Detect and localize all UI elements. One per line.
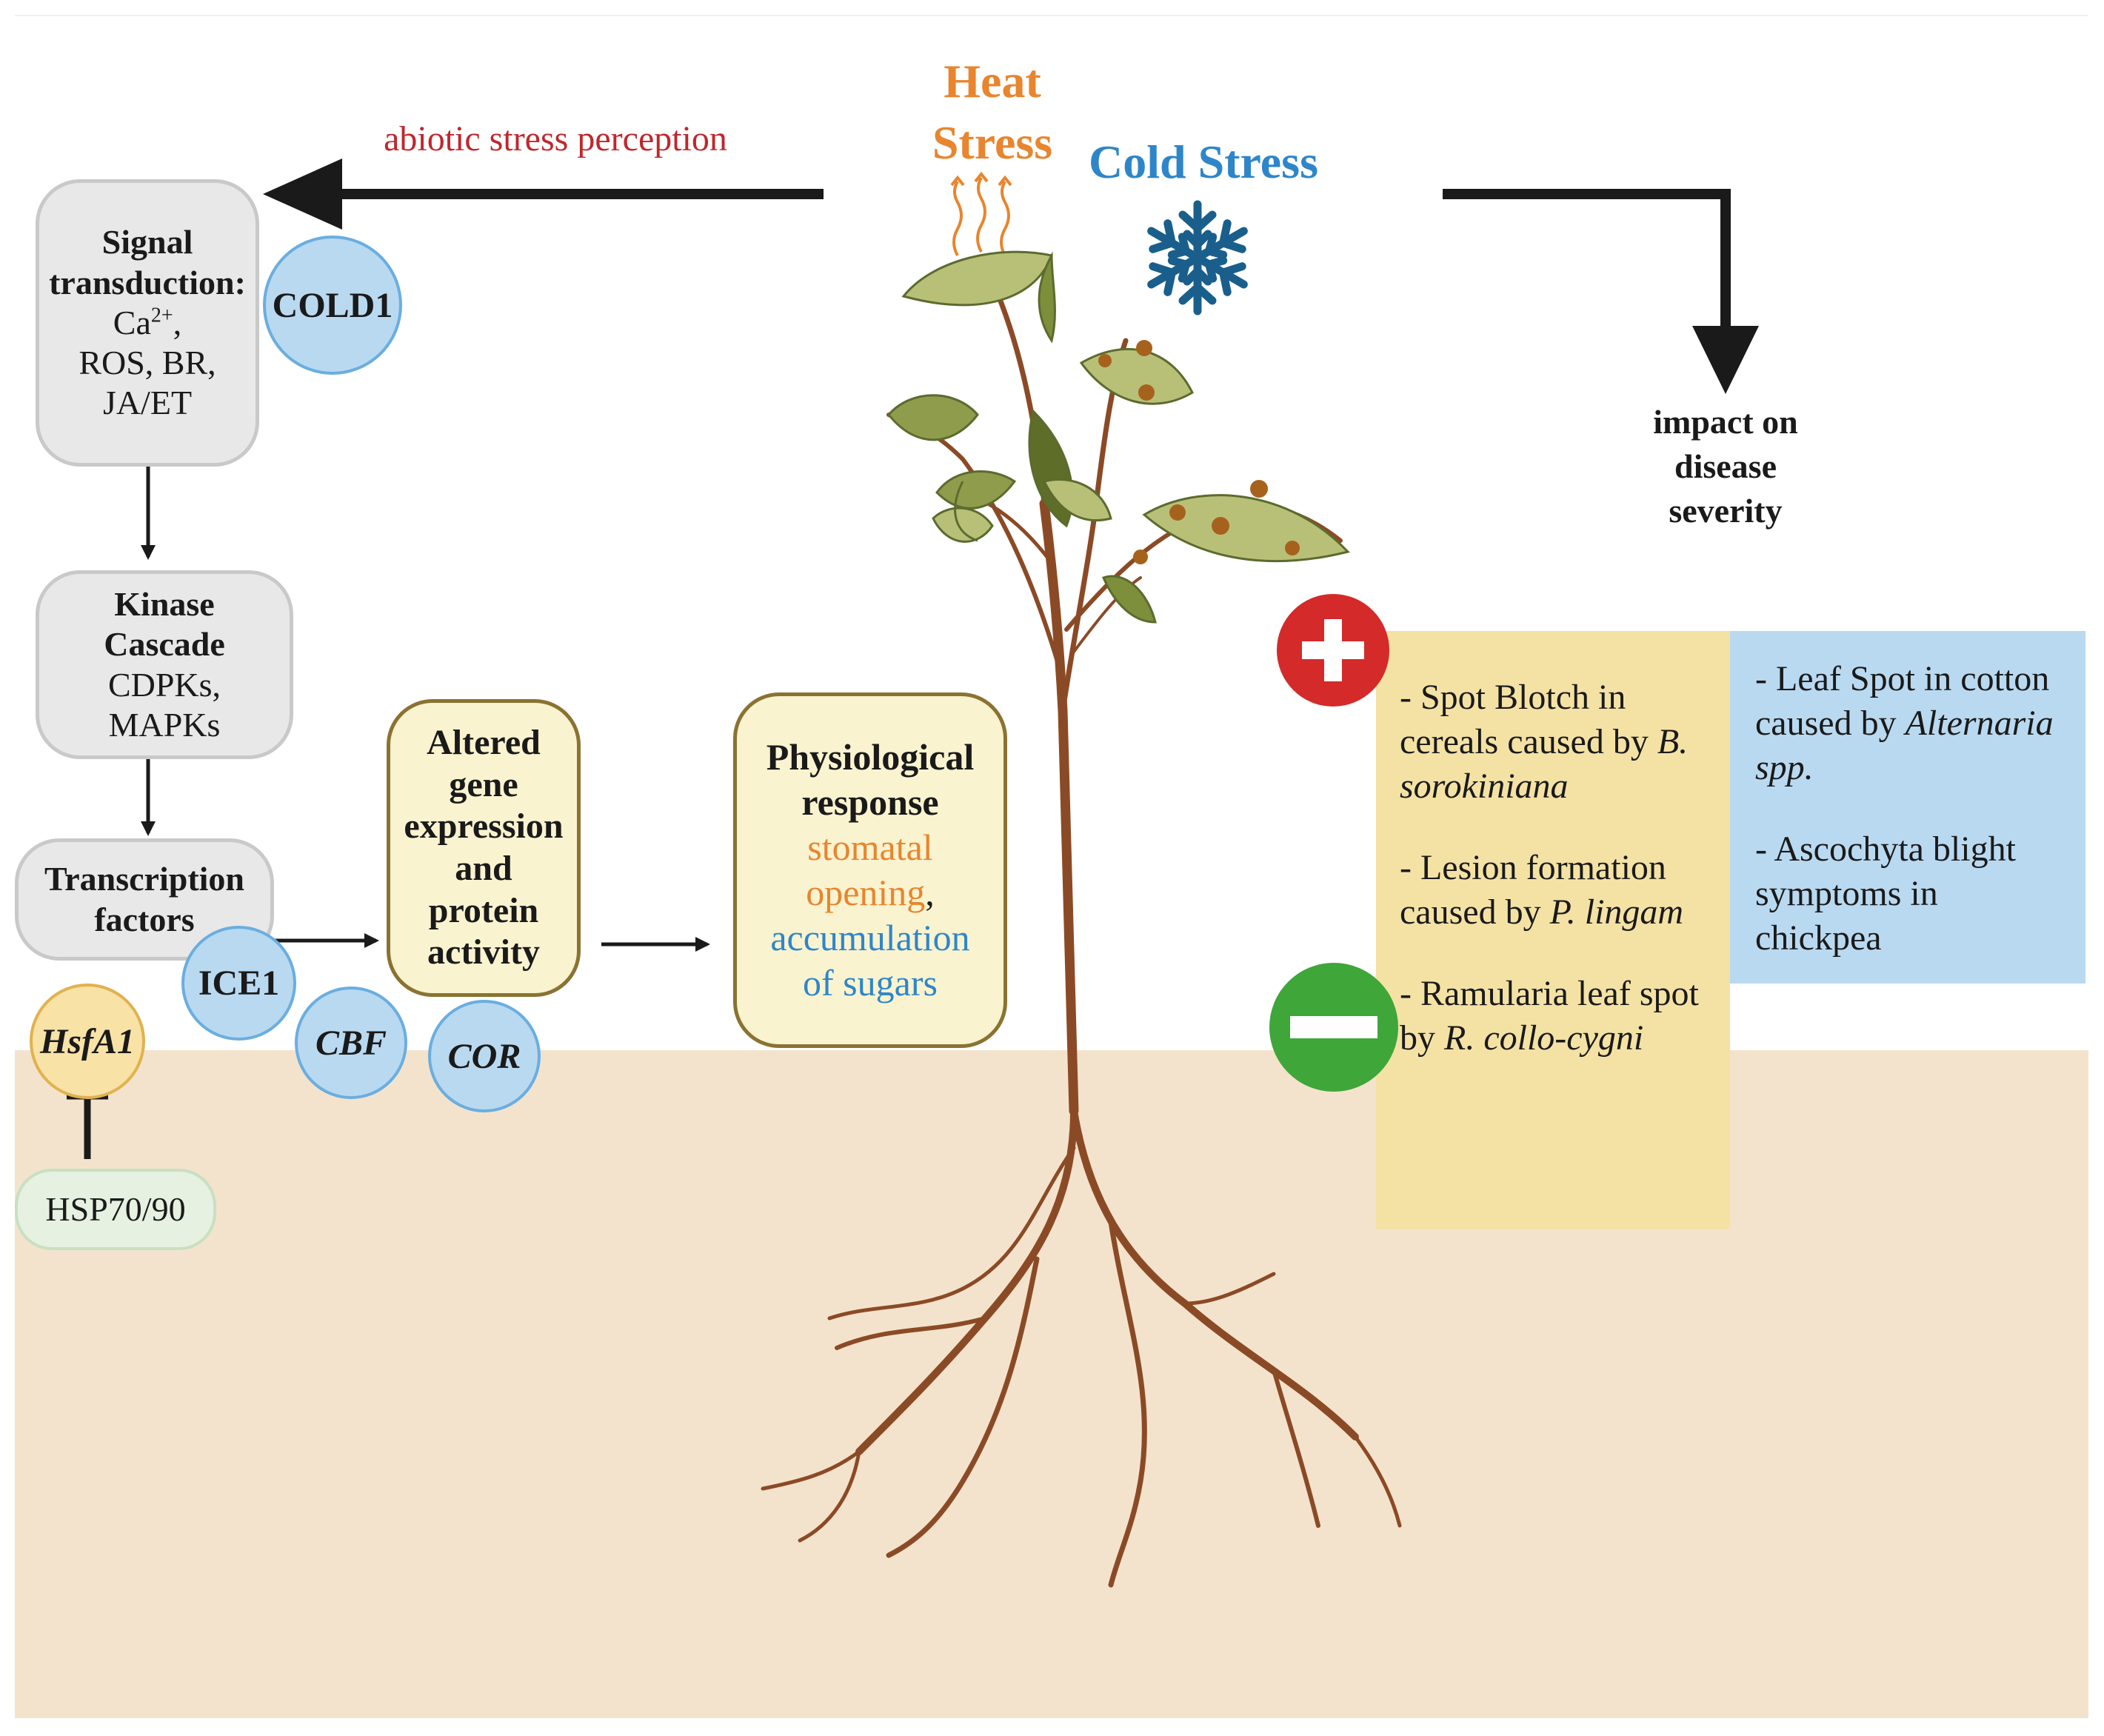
cbf-circle: CBF [295, 986, 407, 1099]
hsfa1-circle: HsfA1 [30, 984, 145, 1099]
leaf-disease-spots [1098, 340, 1300, 564]
positive-item-2: - Lesion formation caused by P. lingam [1400, 848, 1684, 932]
minus-badge-icon [1269, 963, 1398, 1092]
hsp70-90-box: HSP70/90 [15, 1169, 216, 1250]
heat-waves-icon [950, 171, 1012, 256]
positive-item-1: - Spot Blotch in cereals caused by B. so… [1400, 678, 1689, 806]
plant-illustration [761, 250, 1402, 1588]
positive-item-3: - Ramularia leaf spot by R. collo-cygni [1400, 974, 1699, 1058]
negative-impact-panel: - Leaf Spot in cotton caused by Alternar… [1730, 631, 2085, 984]
kinase-cascade-box: Kinase Cascade CDPKs, MAPKs [36, 570, 293, 759]
perception-arrow [263, 158, 824, 230]
plus-badge-icon [1277, 594, 1389, 707]
impact-arrow [1443, 189, 1759, 394]
perception-label: abiotic stress perception [384, 119, 727, 158]
physiological-response-box: Physiological response stomatal opening,… [733, 692, 1007, 1048]
altered-gene-expression-box: Altered gene expression and protein acti… [387, 699, 581, 997]
positive-impact-panel: - Spot Blotch in cereals caused by B. so… [1376, 631, 1730, 1229]
negative-item-1: - Leaf Spot in cotton caused by Alternar… [1755, 659, 2054, 787]
cor-circle: COR [428, 1000, 541, 1112]
top-divider [15, 15, 2088, 16]
negative-item-2: - Ascochyta blight symptoms in chickpea [1755, 829, 2016, 958]
snowflake-icon [1144, 200, 1252, 311]
cold1-circle: COLD1 [263, 236, 402, 375]
signal-transduction-box: Signal transduction: Ca2+, ROS, BR, JA/E… [36, 179, 259, 467]
cold-stress-label: Cold Stress [1089, 136, 1318, 188]
ice1-circle: ICE1 [181, 926, 296, 1041]
heat-stress-label: Heat Stress [932, 55, 1053, 170]
soil-background [15, 1050, 2088, 1718]
impact-label: impact on disease severity [1653, 403, 1798, 530]
hsp-inhibition [67, 1092, 108, 1159]
calcium-label: Ca2+, [113, 303, 182, 341]
